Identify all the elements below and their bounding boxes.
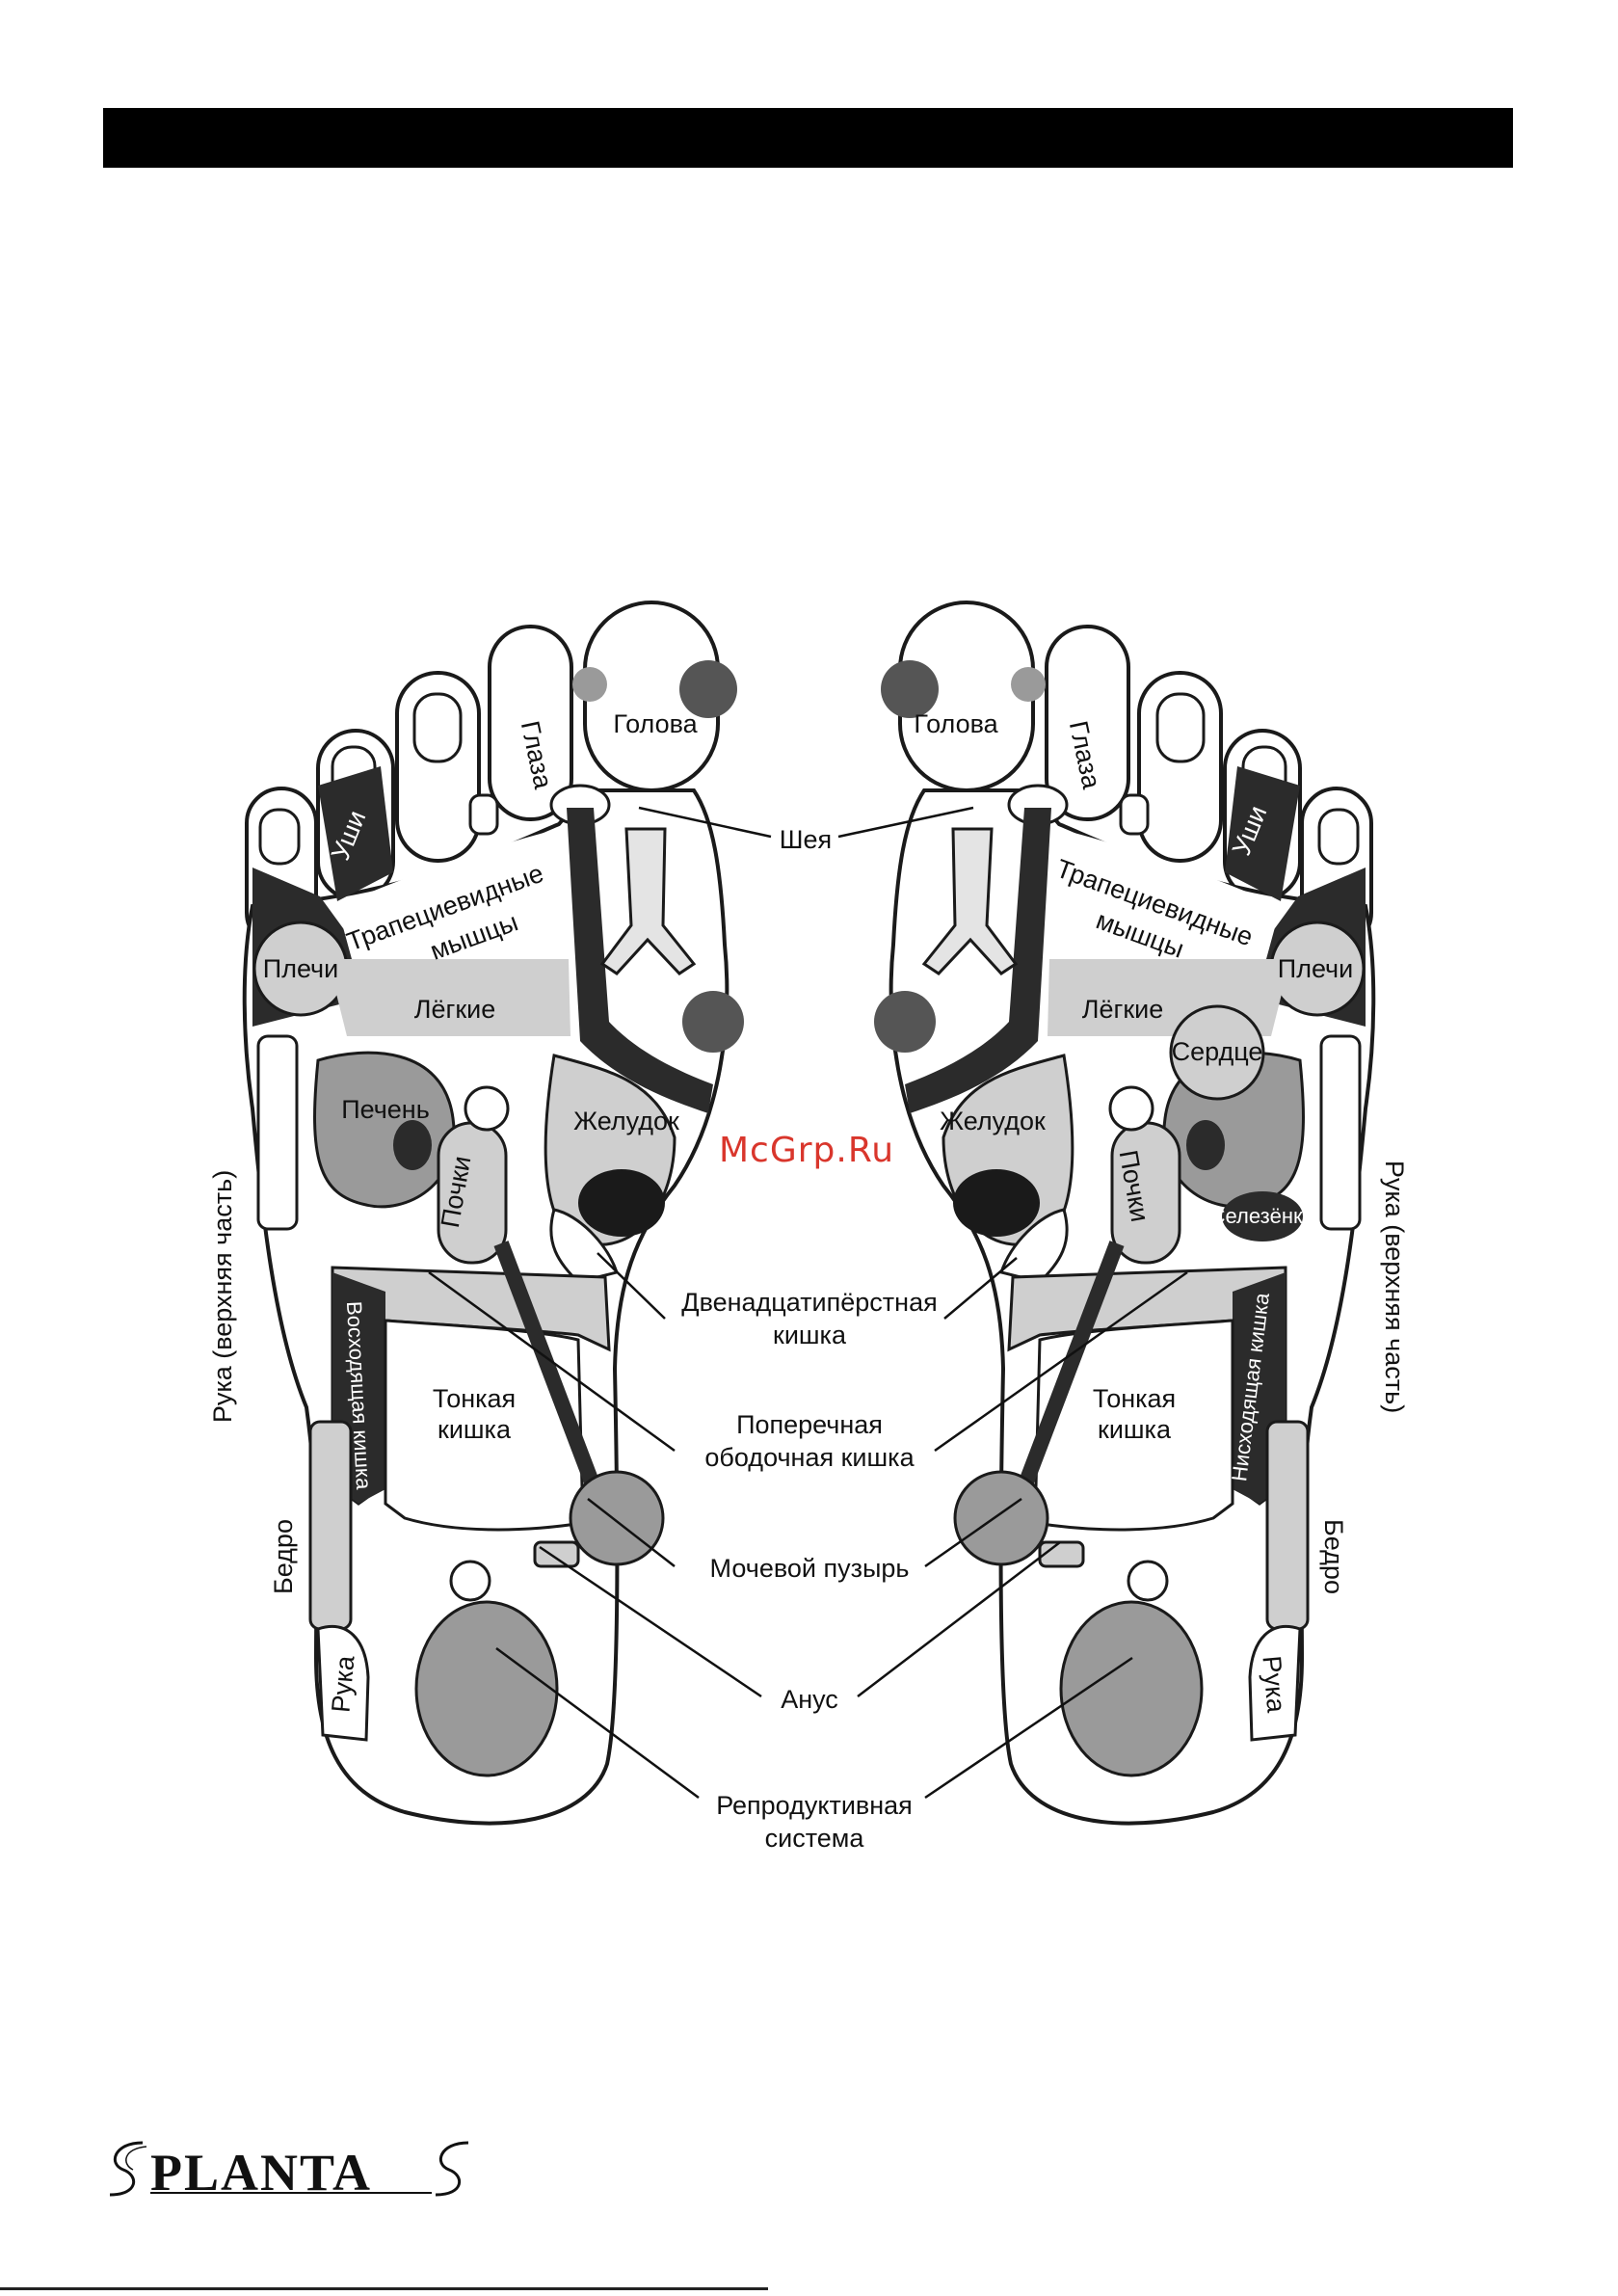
label-small-intestine-2-left: кишка: [438, 1415, 512, 1444]
label-anus: Анус: [781, 1685, 838, 1714]
label-duodenum-2: кишка: [773, 1321, 847, 1349]
label-liver: Печень: [341, 1095, 430, 1124]
logo-text: PLANTA: [150, 2144, 373, 2202]
label-bladder: Мочевой пузырь: [710, 1554, 910, 1583]
header-bar: [103, 108, 1513, 168]
label-small-intestine-1-left: Тонкая: [433, 1384, 516, 1413]
label-spleen: Селезёнка: [1210, 1204, 1316, 1228]
heart-zone: [1169, 1004, 1265, 1101]
left-foot: [245, 602, 744, 1824]
label-arm-right: Рука: [1257, 1655, 1290, 1715]
footer-divider: [0, 2287, 768, 2290]
label-transverse-colon-1: Поперечная: [736, 1410, 883, 1439]
label-lungs-right: Лёгкие: [1082, 995, 1164, 1024]
label-stomach-right: Желудок: [940, 1107, 1046, 1135]
label-hip-left: Бедро: [269, 1519, 298, 1594]
label-upper-arm-right: Рука (верхняя часть): [1380, 1161, 1409, 1413]
label-duodenum-1: Двенадцатипёрстная: [681, 1288, 937, 1317]
label-small-intestine-2-right: кишка: [1098, 1415, 1172, 1444]
label-shoulders-left: Плечи: [263, 954, 338, 983]
label-reproductive-2: система: [765, 1824, 865, 1853]
label-arm-left: Рука: [327, 1654, 360, 1714]
label-small-intestine-1-right: Тонкая: [1093, 1384, 1176, 1413]
label-neck: Шея: [780, 825, 832, 854]
watermark-text: McGrp.Ru: [719, 1131, 895, 1170]
brand-logo: PLANTA: [104, 2135, 470, 2203]
label-hip-right: Бедро: [1319, 1519, 1348, 1594]
spleen-zone: [1222, 1191, 1303, 1241]
label-head-right: Голова: [914, 709, 998, 738]
label-lungs-left: Лёгкие: [414, 995, 496, 1024]
label-head-left: Голова: [613, 709, 698, 738]
label-heart: Сердце: [1172, 1037, 1263, 1066]
label-shoulders-right: Плечи: [1278, 954, 1353, 983]
label-transverse-colon-2: ободочная кишка: [704, 1443, 915, 1472]
label-upper-arm-left: Рука (верхняя часть): [208, 1170, 237, 1423]
leader-lines: [428, 806, 1188, 1800]
label-stomach-left: Желудок: [573, 1107, 679, 1135]
plantas-logo-swash-icon: [109, 2141, 469, 2197]
label-reproductive-1: Репродуктивная: [716, 1791, 913, 1820]
